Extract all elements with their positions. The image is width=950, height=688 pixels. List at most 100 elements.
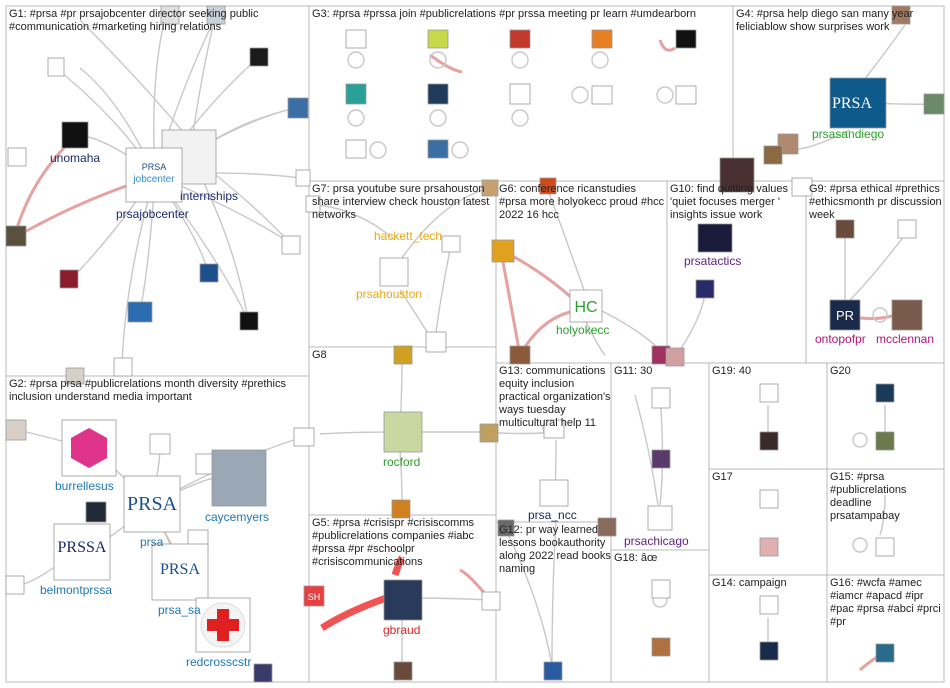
node-avatar[interactable] — [481, 591, 501, 611]
node-avatar[interactable] — [149, 433, 171, 455]
node-label-unomaha[interactable]: unomaha — [50, 151, 100, 165]
node-avatar[interactable] — [441, 235, 461, 253]
node-avatar[interactable] — [759, 641, 779, 661]
node-avatar[interactable] — [651, 637, 671, 657]
node-avatar-prsa_ncc[interactable] — [539, 479, 569, 507]
node-avatar[interactable] — [539, 177, 557, 195]
node-avatar[interactable] — [651, 579, 671, 599]
node-avatar-prsasandiego[interactable] — [829, 77, 887, 129]
node-label-prsa_sa[interactable]: prsa_sa — [158, 603, 201, 617]
node-label-mcclennan[interactable]: mcclennan — [876, 332, 934, 346]
node-label-prsajobcenter[interactable]: prsajobcenter — [116, 207, 189, 221]
node-avatar-unomaha[interactable] — [61, 121, 89, 149]
node-avatar[interactable] — [65, 367, 85, 385]
node-avatar[interactable] — [759, 595, 779, 615]
node-avatar[interactable] — [497, 519, 515, 537]
node-avatar-prsajobcenter[interactable] — [125, 147, 183, 203]
node-avatar[interactable] — [759, 431, 779, 451]
node-label-belmontprssa[interactable]: belmontprssa — [40, 583, 112, 597]
node-avatar[interactable] — [719, 157, 755, 193]
node-avatar-prsa_sa[interactable] — [151, 543, 209, 601]
node-avatar[interactable] — [199, 263, 219, 283]
node-avatar[interactable] — [113, 357, 133, 377]
node-label-caycemyers[interactable]: caycemyers — [205, 510, 269, 524]
node-avatar-ontopofpr[interactable] — [829, 299, 861, 331]
node-avatar[interactable] — [59, 269, 79, 289]
node-avatar[interactable] — [777, 133, 799, 155]
node-avatar[interactable] — [891, 5, 911, 25]
node-avatar-prsatactics[interactable] — [697, 223, 733, 253]
node-label-prsachicago[interactable]: prsachicago — [624, 534, 689, 548]
node-avatar-gbraud[interactable] — [383, 579, 423, 621]
node-avatar[interactable] — [651, 449, 671, 469]
node-avatar-prsahouston[interactable] — [379, 257, 409, 287]
node-avatar[interactable] — [591, 85, 613, 105]
node-avatar[interactable] — [509, 29, 531, 49]
node-avatar-caycemyers[interactable] — [211, 449, 267, 507]
node-avatar-holyokecc[interactable] — [569, 289, 603, 323]
node-label-hackett_tech[interactable]: hackett_tech — [374, 229, 442, 243]
node-avatar[interactable] — [481, 179, 499, 197]
node-avatar[interactable] — [675, 85, 697, 105]
node-avatar[interactable] — [47, 57, 65, 77]
node-avatar[interactable] — [897, 219, 917, 239]
node-avatar[interactable] — [543, 419, 565, 439]
node-avatar[interactable] — [875, 383, 895, 403]
node-avatar[interactable] — [675, 29, 697, 49]
node-avatar[interactable] — [491, 239, 515, 263]
node-label-ontopofpr[interactable]: ontopofpr — [815, 332, 866, 346]
node-avatar[interactable] — [293, 427, 315, 447]
node-avatar[interactable] — [875, 537, 895, 557]
node-label-prsatactics[interactable]: prsatactics — [684, 254, 741, 268]
node-avatar[interactable] — [345, 83, 367, 105]
node-avatar[interactable] — [597, 517, 617, 537]
node-avatar[interactable] — [345, 139, 367, 159]
node-avatar[interactable] — [665, 347, 685, 367]
node-avatar[interactable] — [591, 29, 613, 49]
node-avatar[interactable] — [393, 345, 413, 365]
node-avatar[interactable] — [425, 331, 447, 353]
node-label-burrellesus[interactable]: burrellesus — [55, 479, 114, 493]
node-avatar[interactable] — [391, 499, 411, 519]
node-avatar[interactable] — [249, 47, 269, 67]
node-avatar-prsachicago[interactable] — [647, 505, 673, 531]
node-label-internships[interactable]: internships — [180, 189, 238, 203]
node-avatar-prsa[interactable] — [123, 475, 181, 533]
node-avatar[interactable] — [5, 575, 25, 595]
node-avatar[interactable] — [875, 431, 895, 451]
node-avatar[interactable] — [479, 423, 499, 443]
node-label-prsa_ncc[interactable]: prsa_ncc — [528, 508, 577, 522]
node-avatar[interactable] — [345, 29, 367, 49]
node-avatar[interactable] — [543, 661, 563, 681]
node-avatar[interactable] — [5, 225, 27, 247]
node-avatar[interactable] — [427, 29, 449, 49]
node-avatar[interactable] — [763, 145, 783, 165]
node-avatar[interactable] — [759, 489, 779, 509]
node-label-gbraud[interactable]: gbraud — [383, 623, 420, 637]
node-avatar[interactable] — [791, 177, 813, 197]
node-avatar[interactable] — [7, 147, 27, 167]
node-avatar[interactable] — [835, 219, 855, 239]
node-avatar-rocford[interactable] — [383, 411, 423, 453]
node-avatar[interactable] — [509, 345, 531, 365]
node-avatar[interactable] — [651, 387, 671, 409]
node-avatar[interactable] — [295, 169, 311, 187]
node-label-rocford[interactable]: rocford — [383, 455, 420, 469]
node-avatar[interactable] — [305, 195, 321, 213]
node-label-holyokecc[interactable]: holyokecc — [556, 323, 609, 337]
node-avatar[interactable] — [303, 585, 325, 607]
node-label-prsasandiego[interactable]: prsasandiego — [812, 127, 884, 141]
node-label-prsahouston[interactable]: prsahouston — [356, 287, 422, 301]
node-label-redcrosscstr[interactable]: redcrosscstr — [186, 655, 251, 669]
node-avatar[interactable] — [281, 235, 301, 255]
node-label-prsa[interactable]: prsa — [140, 535, 164, 549]
node-avatar[interactable] — [5, 419, 27, 441]
node-avatar[interactable] — [759, 383, 779, 403]
node-avatar[interactable] — [759, 537, 779, 557]
node-avatar[interactable] — [85, 501, 107, 523]
node-avatar[interactable] — [239, 311, 259, 331]
node-avatar[interactable] — [509, 83, 531, 105]
nodes[interactable]: PRSA jobcenter PRSA PRSSA PRSA — [5, 5, 945, 683]
node-avatar-mcclennan[interactable] — [891, 299, 923, 331]
node-avatar[interactable] — [160, 5, 180, 25]
